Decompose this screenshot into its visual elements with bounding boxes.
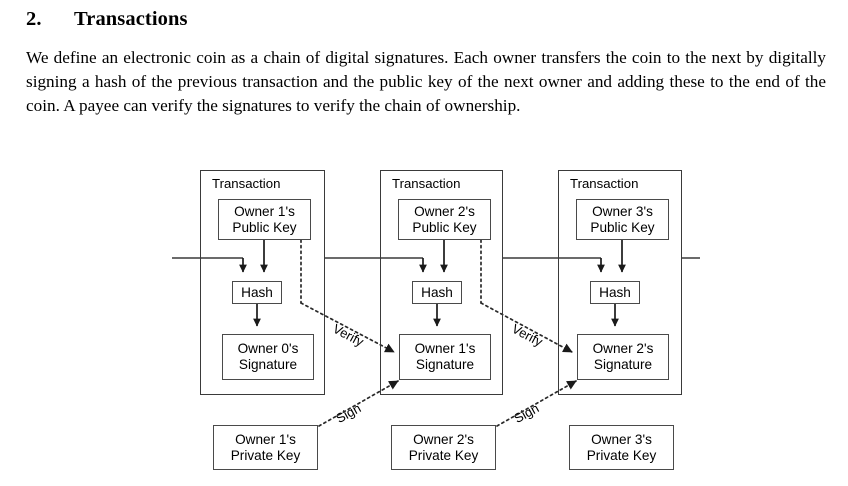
hash-label: Hash <box>421 284 453 300</box>
public-key-box-3: Owner 3's Public Key <box>576 199 669 240</box>
private-key-box-2: Owner 2's Private Key <box>391 425 496 470</box>
public-key-line1: Owner 3's <box>592 203 653 219</box>
signature-box-3: Owner 2's Signature <box>577 334 669 380</box>
transaction-title-1: Transaction <box>212 176 281 191</box>
transaction-box-2 <box>380 170 503 395</box>
hash-box-2: Hash <box>412 281 462 304</box>
private-key-line2: Private Key <box>230 447 301 463</box>
signature-line2: Signature <box>238 357 298 372</box>
verify-label-2: Verify <box>509 320 546 350</box>
hash-box-1: Hash <box>232 281 282 304</box>
public-key-line1: Owner 2's <box>414 203 475 219</box>
transaction-box-1 <box>200 170 325 395</box>
hash-label: Hash <box>599 284 631 300</box>
private-key-line1: Owner 2's <box>413 431 474 447</box>
private-key-line2: Private Key <box>408 447 479 463</box>
signature-box-2: Owner 1's Signature <box>399 334 491 380</box>
private-key-line2: Private Key <box>586 447 657 463</box>
signature-line1: Owner 2's <box>592 341 654 357</box>
body-paragraph: We define an electronic coin as a chain … <box>26 48 826 116</box>
public-key-box-2: Owner 2's Public Key <box>398 199 491 240</box>
signature-line2: Signature <box>593 357 653 372</box>
section-number: 2. <box>26 8 42 30</box>
signature-box-1: Owner 0's Signature <box>222 334 314 380</box>
public-key-line2: Public Key <box>590 219 655 235</box>
private-key-box-3: Owner 3's Private Key <box>569 425 674 470</box>
signature-line1: Owner 1's <box>414 341 476 357</box>
private-key-box-1: Owner 1's Private Key <box>213 425 318 470</box>
hash-label: Hash <box>241 284 273 300</box>
signature-line1: Owner 0's <box>237 341 299 357</box>
page-title: 2. Transactions <box>26 8 826 31</box>
hash-box-3: Hash <box>590 281 640 304</box>
transaction-title-3: Transaction <box>570 176 639 191</box>
private-key-line1: Owner 3's <box>591 431 652 447</box>
transaction-title-2: Transaction <box>392 176 461 191</box>
transaction-box-3 <box>558 170 682 395</box>
sign-label-1: Sign <box>333 400 364 427</box>
sign-label-2: Sign <box>511 400 542 427</box>
verify-label-1: Verify <box>330 320 367 350</box>
public-key-line2: Public Key <box>412 219 477 235</box>
signature-line2: Signature <box>415 357 475 372</box>
public-key-box-1: Owner 1's Public Key <box>218 199 311 240</box>
private-key-line1: Owner 1's <box>235 431 296 447</box>
public-key-line1: Owner 1's <box>234 203 295 219</box>
public-key-line2: Public Key <box>232 219 297 235</box>
section-title: Transactions <box>74 8 188 30</box>
